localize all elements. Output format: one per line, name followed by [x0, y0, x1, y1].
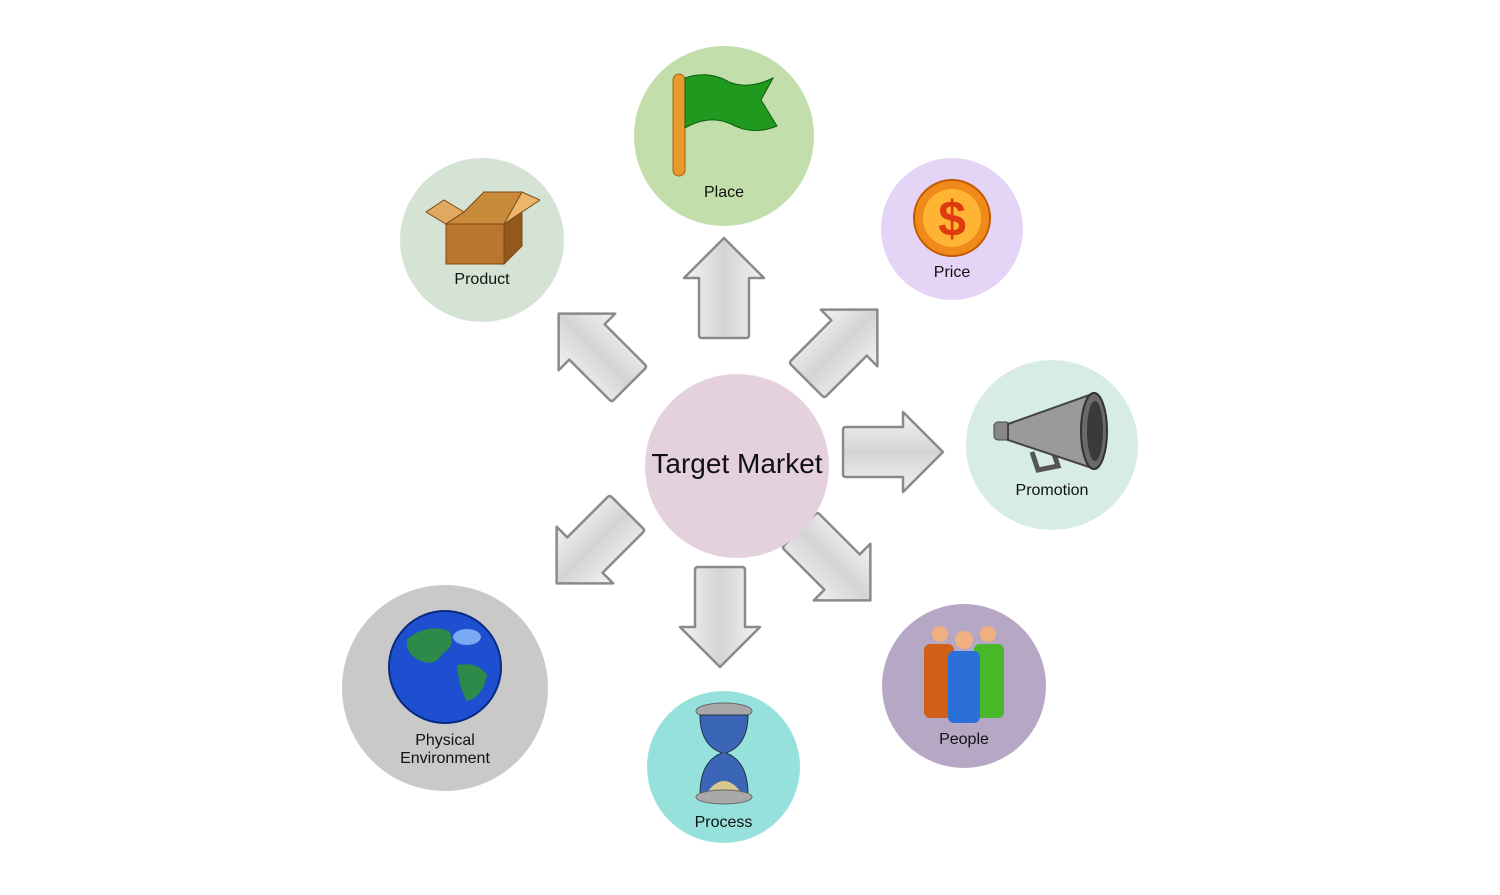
arrow-to-physical-environment: [527, 483, 657, 613]
arrow-to-process: [678, 565, 762, 669]
promotion-label: Promotion: [1015, 482, 1089, 499]
dollar-coin-icon: $: [913, 179, 991, 257]
target-market-node[interactable]: Target Market: [645, 374, 829, 558]
price-node[interactable]: $ Price: [881, 158, 1023, 300]
promotion-node[interactable]: Promotion: [966, 360, 1138, 530]
globe-icon: [388, 610, 502, 724]
place-node[interactable]: Place: [634, 46, 814, 226]
people-icon: [924, 626, 1004, 723]
price-label: Price: [933, 264, 971, 281]
arrow-to-place: [682, 236, 766, 340]
people-node[interactable]: People: [882, 604, 1046, 768]
physical-environment-node[interactable]: Physical Environment: [342, 585, 548, 791]
physical-environment-label-line2: Environment: [400, 750, 490, 767]
flag-icon: [672, 73, 778, 177]
hourglass-icon: [695, 702, 752, 805]
arrow-to-product: [529, 284, 659, 414]
product-node[interactable]: Product: [400, 158, 564, 322]
arrow-to-promotion: [841, 410, 945, 494]
place-label: Place: [703, 184, 745, 201]
physical-environment-label: Physical Environment: [342, 732, 548, 768]
people-label: People: [939, 731, 989, 748]
megaphone-icon: [993, 392, 1108, 473]
target-market-label: Target Market: [651, 448, 823, 479]
process-node[interactable]: Process: [647, 691, 800, 843]
product-label: Product: [454, 271, 510, 288]
process-label: Process: [694, 814, 753, 831]
svg-text:$: $: [938, 191, 966, 247]
arrow-to-price: [777, 280, 907, 410]
box-icon: [425, 191, 540, 266]
physical-environment-label-line1: Physical: [415, 732, 475, 749]
